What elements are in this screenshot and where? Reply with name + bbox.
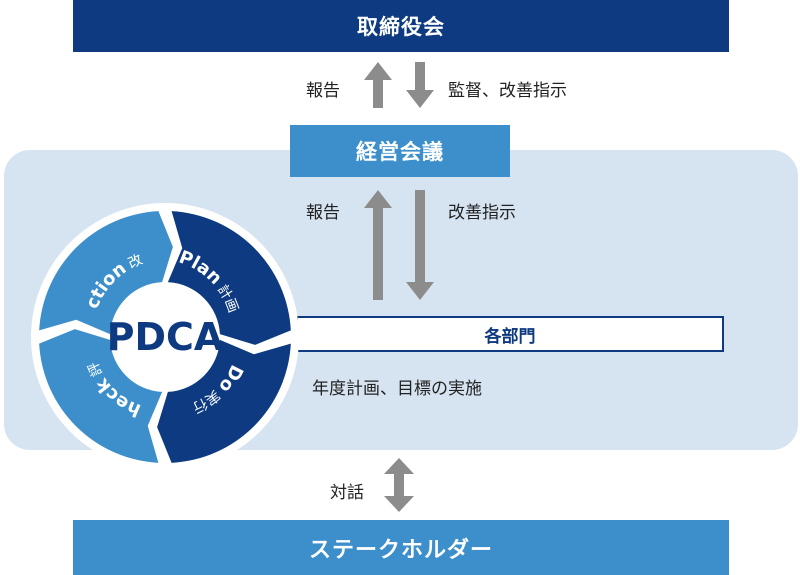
inner-improve-down-arrow-icon — [406, 190, 434, 300]
pdca-inner-disc — [112, 284, 218, 390]
departments-box: 各部門 — [296, 316, 724, 352]
inner-report-up-arrow-icon — [364, 190, 392, 300]
management-label: 経営会議 — [356, 140, 444, 164]
inner-improve-label: 改善指示 — [448, 203, 516, 223]
stakeholders-box: ステークホルダー — [73, 520, 729, 575]
dialogue-label: 対話 — [330, 483, 364, 503]
departments-label: 各部門 — [484, 326, 536, 347]
report-up-arrow-icon — [364, 62, 392, 108]
board-label: 取締役会 — [357, 15, 445, 39]
board-of-directors-box: 取締役会 — [73, 0, 729, 52]
plan-segment — [167, 211, 291, 345]
stakeholders-label: ステークホルダー — [308, 537, 493, 563]
do-segment — [157, 339, 291, 463]
inner-report-label: 報告 — [306, 203, 340, 223]
dialogue-double-arrow-icon — [384, 458, 414, 512]
departments-sub-label: 年度計画、目標の実施 — [312, 379, 482, 399]
pdca-center-label: PDCA — [107, 315, 224, 359]
action-segment — [39, 211, 173, 335]
check-segment — [39, 329, 163, 463]
top-report-label: 報告 — [306, 81, 340, 101]
management-meeting-box: 経営会議 — [290, 125, 510, 177]
oversight-down-arrow-icon — [406, 62, 434, 108]
top-oversight-label: 監督、改善指示 — [448, 81, 567, 101]
